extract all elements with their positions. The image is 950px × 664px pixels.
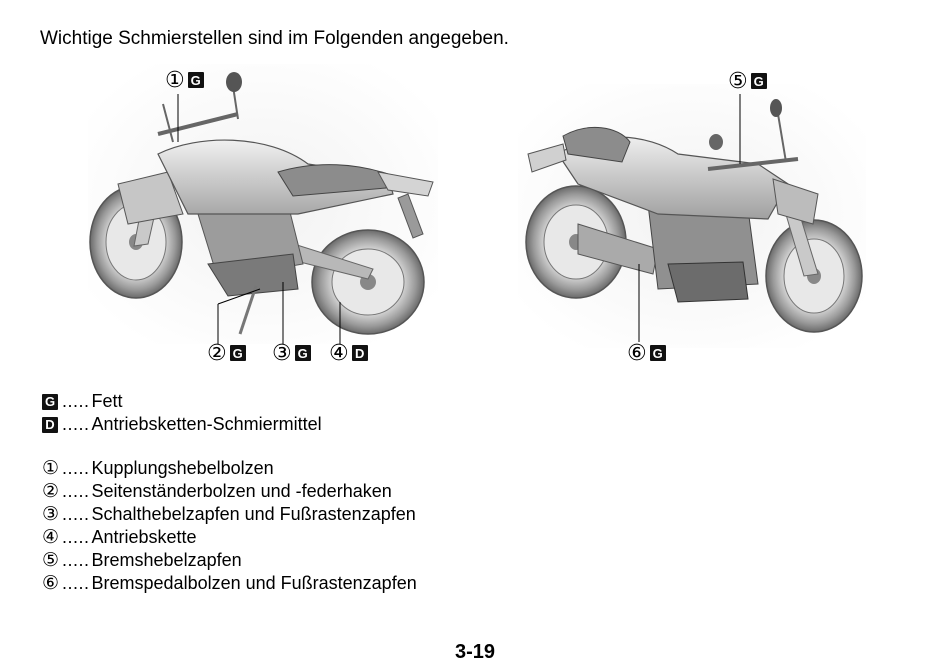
leader-dots: ..... [62,573,90,593]
legend-row: D ..... Antriebsketten-Schmiermittel [42,413,322,436]
callout-4: ④ D [329,342,368,364]
legend-text: Antriebsketten-Schmiermittel [91,414,322,434]
callout-1-number: ① [165,67,185,92]
leader-dots: ..... [62,481,90,501]
leader-dots: ..... [62,550,90,570]
callout-2: ② G [207,342,246,364]
chain-lube-badge: D [42,416,58,433]
callout-4-number: ④ [329,340,349,365]
grease-badge: G [649,345,666,361]
callout-5: ⑤ G [728,70,767,92]
motorcycle-left-illustration [88,64,438,344]
grease-badge: G [294,345,311,361]
point-number: ① [42,458,60,479]
grease-badge: G [750,73,767,89]
legend-text: Schalthebelzapfen und Fußrastenzapfen [91,504,416,524]
legend-row: ④ ..... Antriebskette [42,526,417,549]
chain-lube-badge: D [351,345,368,361]
leader-dots: ..... [62,414,90,434]
callout-6: ⑥ G [627,342,666,364]
callout-2-number: ② [207,340,227,365]
legend-text: Antriebskette [91,527,197,547]
legend-text: Bremshebelzapfen [91,550,242,570]
leader-dots: ..... [62,458,90,478]
point-number: ⑤ [42,550,60,571]
grease-badge: G [229,345,246,361]
callout-6-number: ⑥ [627,340,647,365]
callout-1: ① G [165,69,204,91]
point-number: ⑥ [42,573,60,594]
intro-text: Wichtige Schmierstellen sind im Folgende… [40,28,509,49]
legend-row: ⑥ ..... Bremspedalbolzen und Fußrastenza… [42,572,417,595]
point-number: ② [42,481,60,502]
point-number: ④ [42,527,60,548]
callout-5-number: ⑤ [728,68,748,93]
lubricant-legend: G ..... Fett D ..... Antriebsketten-Schm… [42,390,322,436]
legend-row: ② ..... Seitenständerbolzen und -federha… [42,480,417,503]
lubrication-points-legend: ① ..... Kupplungshebelbolzen ② ..... Sei… [42,457,417,595]
legend-text: Seitenständerbolzen und -federhaken [91,481,392,501]
leader-dots: ..... [62,504,90,524]
leader-dots: ..... [62,527,90,547]
grease-badge: G [42,393,58,410]
legend-row: G ..... Fett [42,390,322,413]
motorcycle-right-illustration [518,84,866,348]
legend-row: ⑤ ..... Bremshebelzapfen [42,549,417,572]
legend-text: Kupplungshebelbolzen [91,458,274,478]
grease-badge: G [187,72,204,88]
legend-text: Bremspedalbolzen und Fußrastenzapfen [91,573,417,593]
legend-row: ① ..... Kupplungshebelbolzen [42,457,417,480]
point-number: ③ [42,504,60,525]
callout-3-number: ③ [272,340,292,365]
callout-3: ③ G [272,342,311,364]
page-number: 3-19 [454,641,496,663]
legend-row: ③ ..... Schalthebelzapfen und Fußrastenz… [42,503,417,526]
legend-text: Fett [91,391,123,411]
leader-dots: ..... [62,391,90,411]
